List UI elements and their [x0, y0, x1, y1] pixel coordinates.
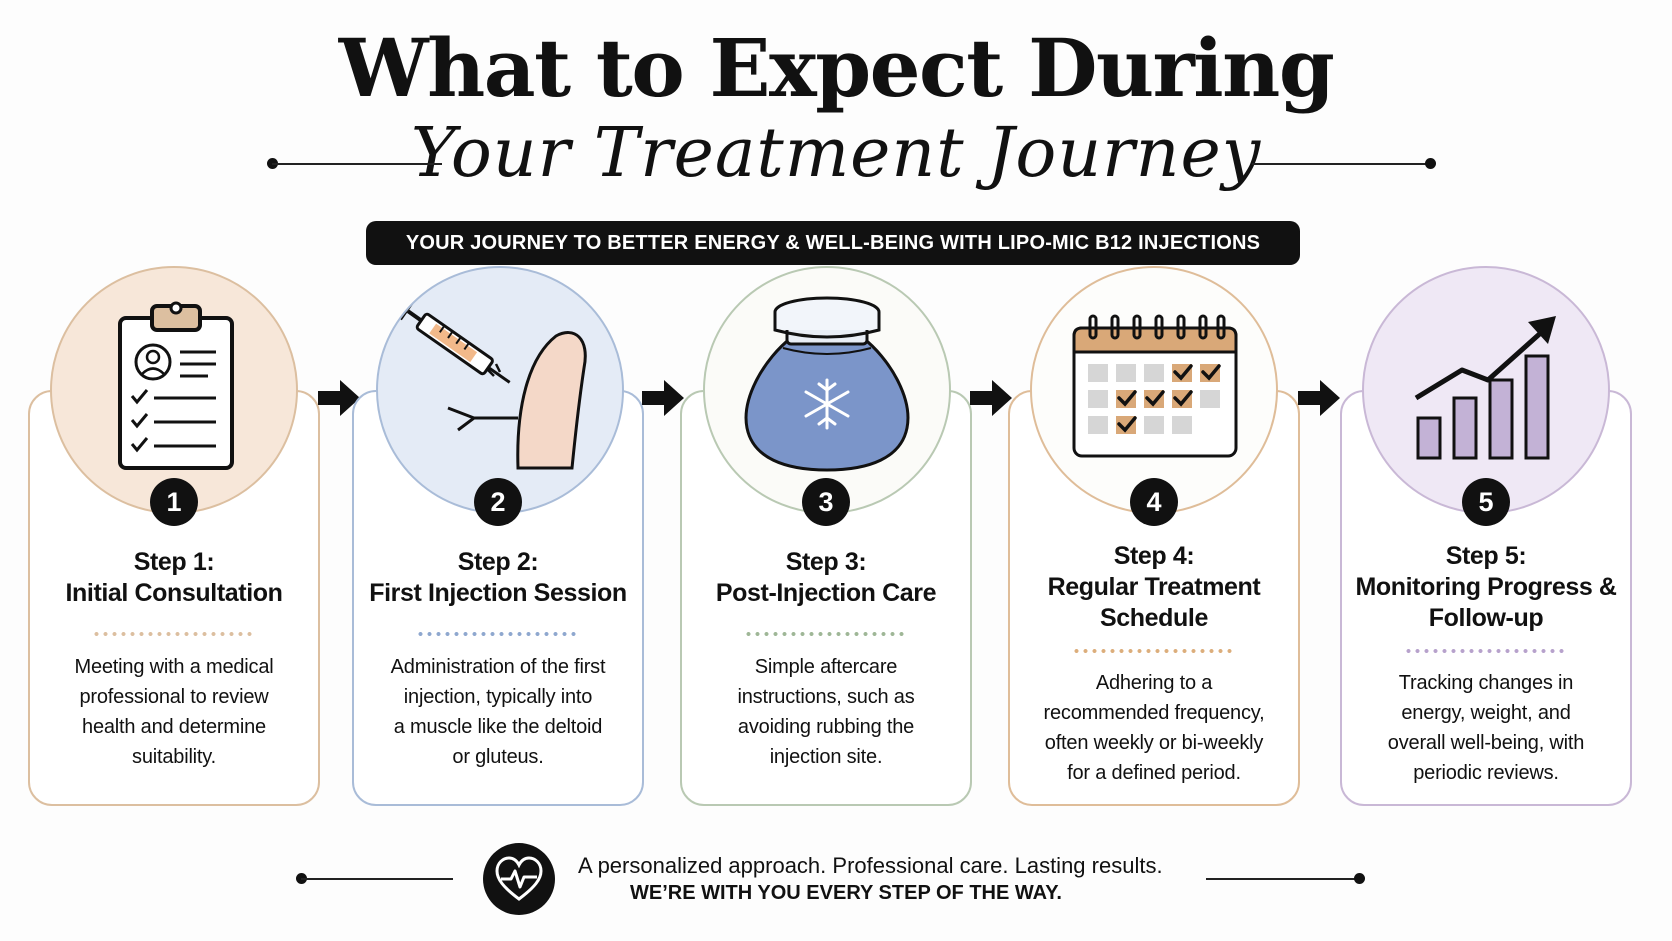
footer-line-left	[301, 878, 453, 880]
step-dots-5	[1404, 649, 1568, 653]
divider-line-right	[1252, 163, 1430, 165]
footer-tagline: A personalized approach. Professional ca…	[578, 853, 1163, 878]
footer-line-right	[1206, 878, 1358, 880]
step-circle-3	[703, 266, 951, 514]
step-dots-4	[1072, 649, 1236, 653]
arrow-right-icon	[970, 380, 1012, 416]
step-circle-4	[1030, 266, 1278, 514]
step-title-3: Step 3:Post-Injection Care	[715, 548, 937, 607]
step-number-4: 4	[1130, 478, 1178, 526]
ice-pack-icon	[744, 296, 910, 472]
step-number-1: 1	[150, 478, 198, 526]
step-circle-2	[376, 266, 624, 514]
arrow-right-icon	[642, 380, 684, 416]
step-title-1: Step 1:Initial Consultation	[65, 548, 283, 607]
subtitle-banner: YOUR JOURNEY TO BETTER ENERGY & WELL-BEI…	[366, 221, 1300, 265]
step-dots-1	[92, 632, 256, 636]
step-circle-1	[50, 266, 298, 514]
step-circle-5	[1362, 266, 1610, 514]
step-dots-2	[416, 632, 580, 636]
divider-line-left	[272, 163, 442, 165]
syringe-icon	[398, 299, 587, 470]
page-title: What to Expect During	[338, 21, 1335, 115]
page-subtitle: Your Treatment Journey	[410, 114, 1262, 193]
step-title-5: Step 5:Monitoring Progress &Follow-up	[1355, 542, 1617, 632]
footer-slogan: WE’RE WITH YOU EVERY STEP OF THE WAY.	[630, 882, 1062, 904]
divider-dot-right	[1425, 158, 1436, 169]
step-number-5: 5	[1462, 478, 1510, 526]
step-dots-3	[744, 632, 908, 636]
heart-pulse-icon	[483, 843, 555, 915]
arrow-right-icon	[318, 380, 360, 416]
arrow-right-icon	[1298, 380, 1340, 416]
clipboard-icon	[118, 301, 234, 470]
step-number-3: 3	[802, 478, 850, 526]
calendar-icon	[1072, 314, 1238, 458]
chart-growth-icon	[1414, 316, 1556, 460]
step-number-2: 2	[474, 478, 522, 526]
step-title-2: Step 2:First Injection Session	[369, 548, 627, 607]
footer-dot-right	[1354, 873, 1365, 884]
